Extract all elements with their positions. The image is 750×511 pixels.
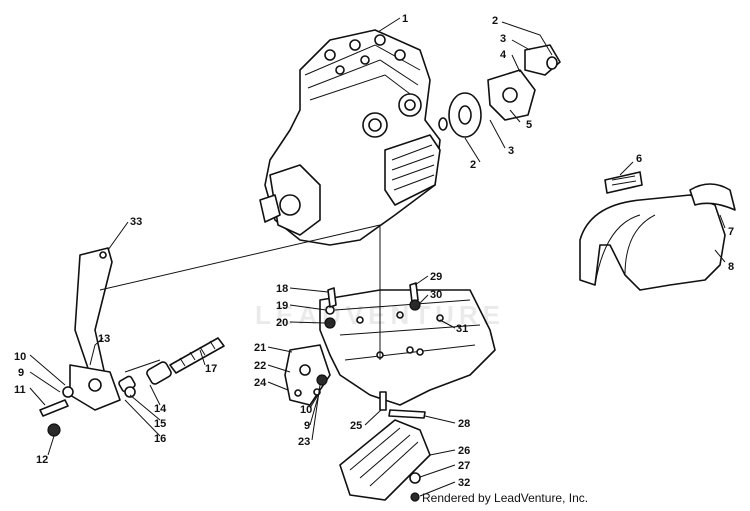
callout-14: 14 [154,403,167,415]
callout-2: 2 [492,15,498,27]
callout-20: 20 [276,317,288,329]
rendered-by-credit: Rendered by LeadVenture, Inc. [422,491,589,505]
callout-2: 2 [470,159,476,171]
callout-22: 22 [254,360,266,372]
callout-27: 27 [458,460,470,472]
callout-26: 26 [458,445,470,457]
callout-32: 32 [458,477,470,489]
callout-6: 6 [636,153,642,165]
callout-33: 33 [130,216,142,228]
callout-5: 5 [526,119,532,131]
support-arm[interactable] [69,247,121,411]
engine-assembly[interactable] [259,29,441,246]
callout-leaders [29,17,726,497]
callout-28: 28 [458,418,470,430]
callout-10: 10 [14,351,26,363]
callout-21: 21 [254,342,266,354]
assembly-guide-lines [99,224,381,373]
callout-24: 24 [254,377,267,389]
callout-12: 12 [36,454,48,466]
callout-1: 1 [402,13,408,25]
callout-4: 4 [500,49,507,61]
callout-9: 9 [18,367,24,379]
callout-19: 19 [276,300,288,312]
coupler-assembly[interactable] [438,44,561,138]
callout-18: 18 [276,283,288,295]
callout-15: 15 [154,418,166,430]
callout-30: 30 [430,289,442,301]
callout-8: 8 [728,261,734,273]
callout-11: 11 [14,384,26,396]
callout-16: 16 [154,433,166,445]
callout-25: 25 [350,420,362,432]
callout-9: 9 [304,420,310,432]
callout-10: 10 [300,404,312,416]
rubber-pad[interactable] [339,419,431,501]
callout-7: 7 [728,226,734,238]
callout-labels: 1 2 3 4 5 2 3 6 7 8 33 13 10 9 11 12 14 … [14,13,734,489]
intake-boot[interactable] [579,171,736,291]
callout-3: 3 [508,145,514,157]
callout-31: 31 [456,323,468,335]
mount-plate[interactable] [319,289,496,406]
long-bolt[interactable] [118,337,225,393]
callout-3: 3 [500,33,506,45]
callout-13: 13 [98,333,110,345]
callout-29: 29 [430,271,442,283]
callout-23: 23 [298,436,310,448]
callout-17: 17 [205,363,217,375]
